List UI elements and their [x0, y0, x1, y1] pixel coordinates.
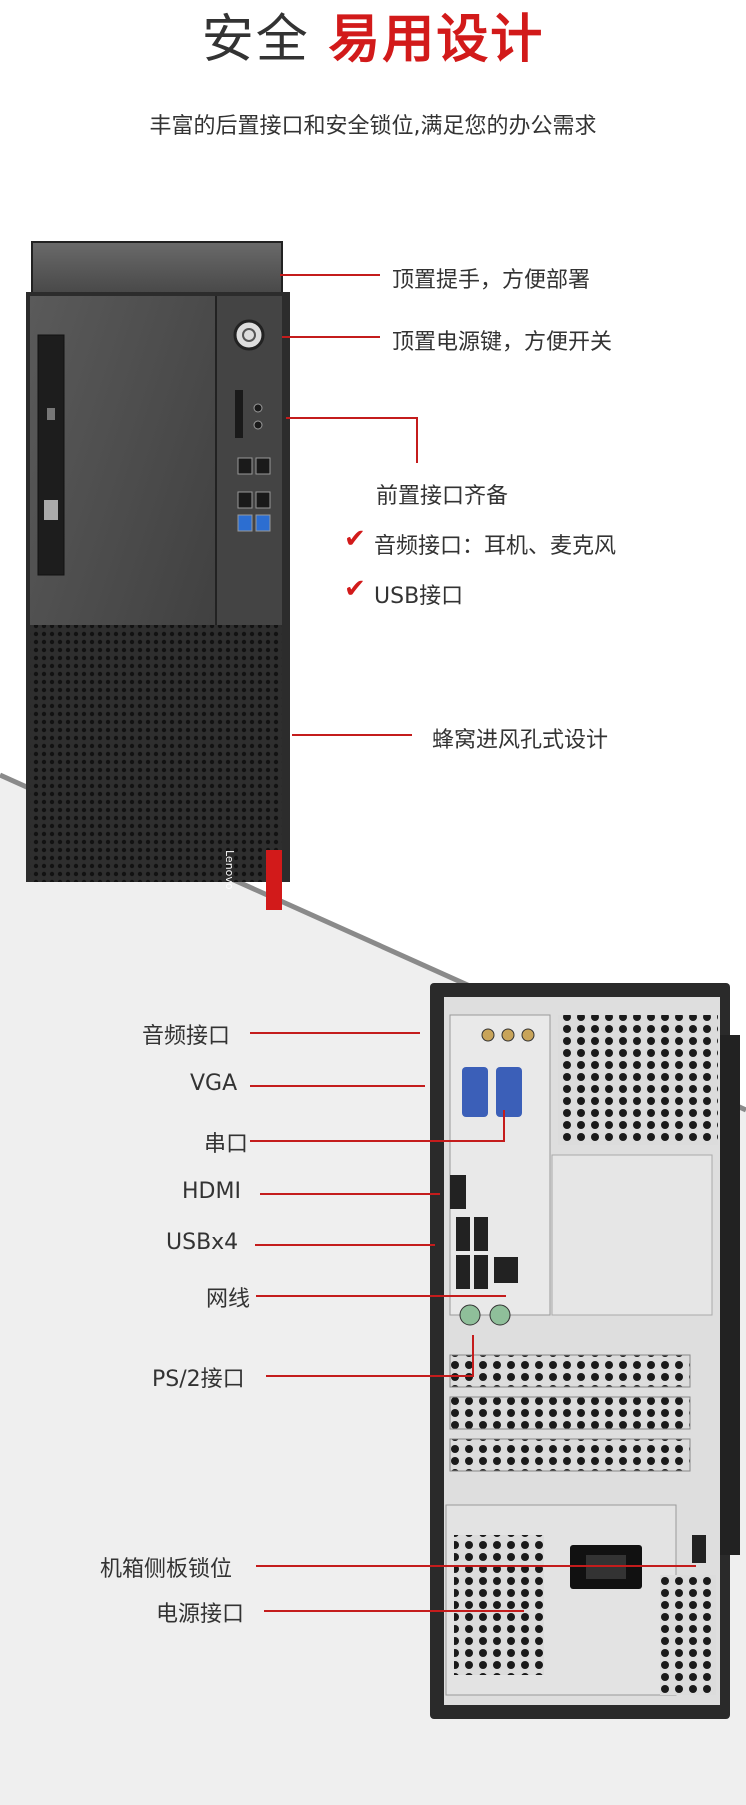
label-top-power: 顶置电源键，方便开关: [392, 330, 613, 355]
check-icon: ✔: [344, 574, 366, 604]
label-top-handle: 顶置提手，方便部署: [392, 268, 591, 293]
callout-line-rear-audio: [250, 1032, 420, 1034]
check-icon: ✔: [344, 524, 366, 554]
callout-line-rear-power: [264, 1610, 524, 1612]
label-rear-power: 电源接口: [156, 1602, 245, 1627]
label-rear-hdmi: HDMI: [182, 1179, 241, 1204]
callout-line-rear-serial: [250, 1140, 505, 1142]
front-tower-image: [26, 241, 290, 910]
label-front-audio: 音频接口：耳机、麦克风: [374, 534, 617, 559]
label-rear-usb: USBx4: [166, 1230, 239, 1255]
callout-line-rear-lan: [256, 1295, 506, 1297]
callout-vline-front-ports: [416, 417, 418, 463]
label-rear-serial: 串口: [204, 1132, 249, 1157]
label-rear-ps2: PS/2接口: [152, 1367, 245, 1392]
page-title: 安全 易用设计: [0, 8, 746, 72]
label-rear-audio: 音频接口: [142, 1024, 231, 1049]
rear-chassis-image: [430, 983, 740, 1719]
callout-vline-rear-ps2: [472, 1335, 474, 1377]
label-rear-lock: 机箱侧板锁位: [100, 1557, 233, 1582]
label-front-ports: 前置接口齐备: [376, 484, 509, 509]
callout-line-rear-vga: [250, 1085, 425, 1087]
callout-line-handle: [280, 274, 380, 276]
callout-vline-rear-serial: [503, 1110, 505, 1142]
title-bold: 易用设计: [328, 10, 545, 70]
page-subtitle: 丰富的后置接口和安全锁位,满足您的办公需求: [149, 114, 597, 139]
title-light: 安全: [201, 10, 310, 70]
brand-logo: Lenovo: [223, 850, 236, 890]
label-rear-lan: 网线: [206, 1287, 251, 1312]
callout-line-front-ports: [286, 417, 418, 419]
callout-line-power: [282, 336, 380, 338]
callout-line-rear-hdmi: [260, 1193, 440, 1195]
label-front-usb: USB接口: [374, 584, 464, 609]
callout-line-rear-usb: [255, 1244, 435, 1246]
callout-line-rear-ps2: [266, 1375, 474, 1377]
label-rear-vga: VGA: [190, 1071, 238, 1096]
label-vent: 蜂窝进风孔式设计: [432, 728, 609, 753]
callout-line-vent: [292, 734, 412, 736]
callout-line-rear-lock: [256, 1565, 696, 1567]
